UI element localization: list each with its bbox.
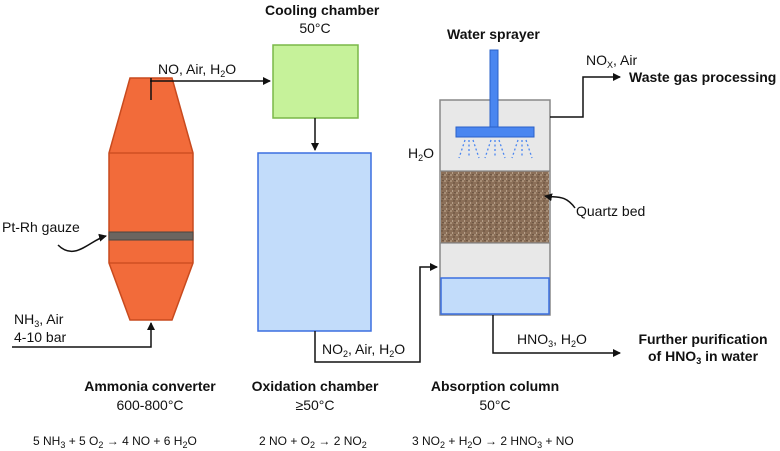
sprayer-head [455,126,535,138]
pt-rh-gauze-label: Pt-Rh gauze [2,219,80,235]
oxidation-title: Oxidation chamber [251,378,379,394]
pt-rh-gauze [108,231,194,241]
flow-oxidation-to-absorption [314,263,438,363]
converter-title: Ammonia converter [84,378,216,394]
converter-vessel [108,77,194,321]
flow-feed-nh3 [12,322,155,348]
feed-pressure: 4-10 bar [14,329,67,345]
water-sprayer-title: Water sprayer [447,26,540,42]
waste-gas-label: Waste gas processing [629,69,777,85]
flow-label-no-air-h2o: NO, Air, H2O [158,61,237,79]
oxidation-chamber [257,152,372,332]
spray-drops [458,139,533,159]
converter-temp: 600-800°C [116,397,184,413]
cooling-temp: 50°C [299,20,331,36]
oxidation-temp: ≥50°C [295,397,335,413]
purification-line-1: Further purification [638,331,768,347]
flow-no-air-h2o [150,77,271,100]
quartz-bed [441,171,549,243]
feed-label: NH3, Air [14,311,64,329]
absorption-equation: 3 NO2 + H2O → 2 HNO3 + NO [412,434,574,450]
cooling-chamber [272,44,359,119]
cooling-title: Cooling chamber [265,2,380,18]
absorption-title: Absorption column [430,378,560,394]
liquid-reservoir [440,277,550,315]
purification-line-2: of HNO3 in water [647,348,759,366]
quartz-bed-label: Quartz bed [576,203,646,219]
oxidation-equation: 2 NO + O2 → 2 NO2 [259,434,367,450]
flow-hno3-out [492,315,621,357]
gauze-pointer [57,233,107,252]
flow-label-hno3: HNO3, H2O [517,331,587,349]
h2o-spray-label: H2O [408,145,435,163]
absorption-temp: 50°C [479,397,511,413]
flow-label-no2: NO2, Air, H2O [322,341,406,359]
sprayer-pipe [489,49,499,129]
converter-equation: 5 NH3 + 5 O2 → 4 NO + 6 H2O [33,434,197,450]
flow-label-nox-air: NOX, Air [586,52,638,70]
flow-waste-gas [550,73,621,118]
quartz-pointer [544,193,576,209]
